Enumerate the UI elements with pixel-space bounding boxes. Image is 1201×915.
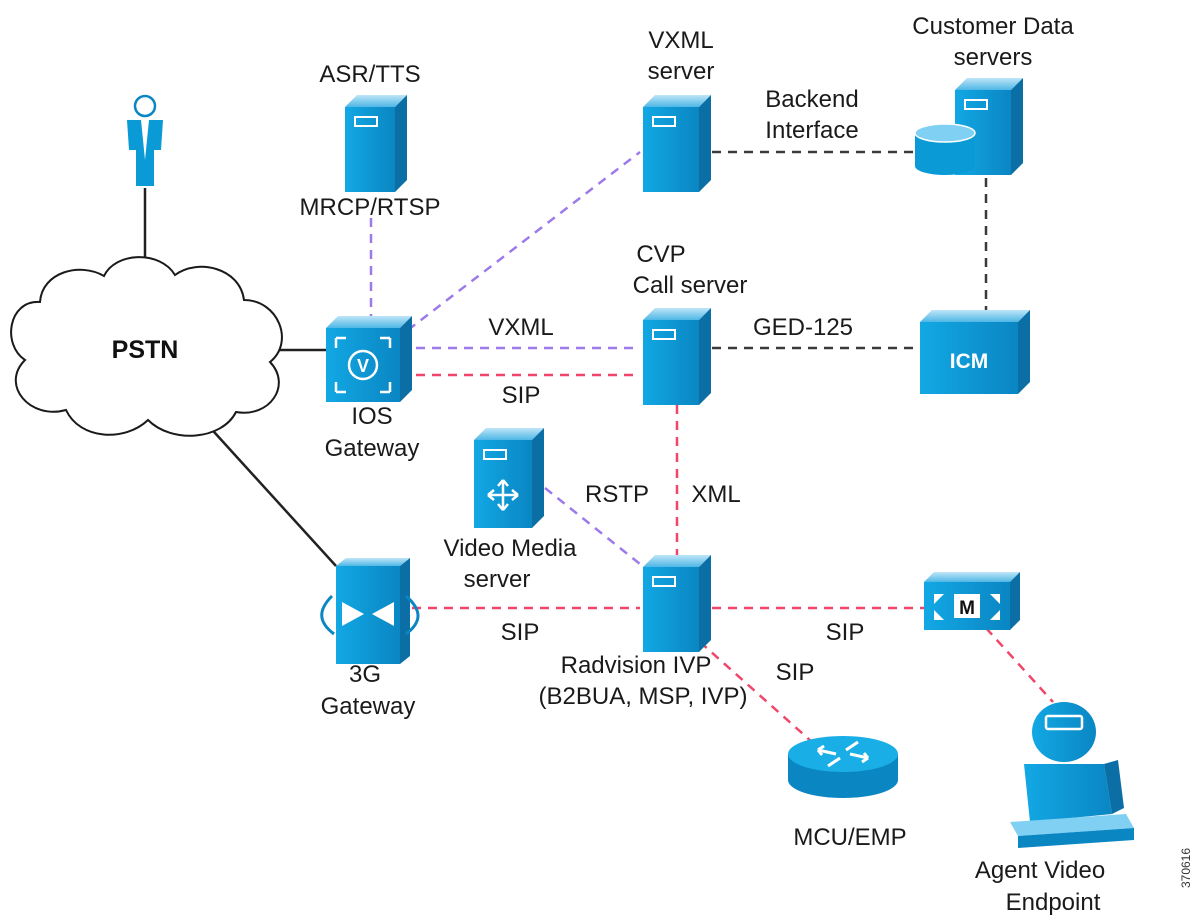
backend-interface-label-line2: Interface bbox=[765, 117, 858, 144]
customer-data-label-line2: servers bbox=[954, 44, 1033, 71]
vxml-server-icon bbox=[643, 95, 711, 192]
3g-gateway-label-line2: Gateway bbox=[321, 693, 416, 720]
user-icon bbox=[127, 94, 163, 186]
link-m-agent-sip bbox=[985, 627, 1054, 703]
icm-label: ICM bbox=[950, 350, 989, 373]
asr-tts-server-icon bbox=[345, 95, 407, 192]
figure-id-label: 370616 bbox=[1179, 848, 1193, 888]
video-media-label-line1: Video Media bbox=[444, 535, 578, 562]
customer-data-servers-icon bbox=[914, 78, 1023, 175]
agent-video-label-line2: Endpoint bbox=[1006, 889, 1101, 915]
agent-video-label-line1: Agent Video bbox=[975, 857, 1105, 884]
customer-data-label-line1: Customer Data bbox=[912, 13, 1074, 40]
asr-tts-label: ASR/TTS bbox=[319, 61, 420, 88]
vxml-server-label-line1: VXML bbox=[648, 27, 713, 54]
link-ios-vxml-server bbox=[407, 151, 641, 331]
vxml-server-label-line2: server bbox=[648, 58, 715, 85]
video-media-label-line2: server bbox=[464, 566, 531, 593]
radvision-label-line1: Radvision IVP bbox=[561, 652, 712, 679]
sip-m-link-label: SIP bbox=[826, 619, 865, 646]
agent-video-endpoint-icon bbox=[1010, 702, 1134, 848]
xml-link-label: XML bbox=[691, 481, 740, 508]
3g-gateway-label-line1: 3G bbox=[349, 661, 381, 688]
mrcp-rtsp-label: MRCP/RTSP bbox=[300, 194, 441, 221]
mcu-emp-router-icon bbox=[788, 736, 898, 798]
cvp-label-line2: Call server bbox=[633, 272, 748, 299]
ios-gateway-badge: V bbox=[357, 356, 369, 376]
icm-icon: ICM bbox=[920, 310, 1030, 394]
radvision-label-line2: (B2BUA, MSP, IVP) bbox=[539, 683, 748, 710]
sip-mcu-link-label: SIP bbox=[776, 659, 815, 686]
mcu-emp-label: MCU/EMP bbox=[793, 824, 906, 851]
cvp-label-line1: CVP bbox=[636, 241, 685, 268]
multipoint-badge: M bbox=[959, 598, 975, 619]
3g-gateway-icon bbox=[320, 558, 420, 664]
pstn-cloud-icon: PSTN bbox=[10, 256, 283, 437]
vxml-link-label: VXML bbox=[488, 314, 553, 341]
ios-gateway-icon: V bbox=[326, 316, 412, 402]
backend-interface-label-line1: Backend bbox=[765, 86, 858, 113]
video-media-server-icon bbox=[474, 428, 544, 528]
pstn-label: PSTN bbox=[112, 336, 179, 364]
sip-gateway-link-label: SIP bbox=[502, 382, 541, 409]
ios-gateway-label-line1: IOS bbox=[351, 403, 392, 430]
rstp-link-label: RSTP bbox=[585, 481, 649, 508]
ged125-link-label: GED-125 bbox=[753, 314, 853, 341]
cvp-call-server-icon bbox=[643, 308, 711, 405]
link-video-media-radvision bbox=[544, 487, 651, 573]
multipoint-device-icon: M bbox=[924, 572, 1020, 630]
sip-3g-link-label: SIP bbox=[501, 619, 540, 646]
ios-gateway-label-line2: Gateway bbox=[325, 435, 420, 462]
radvision-ivp-icon bbox=[643, 555, 711, 652]
link-pstn-3g-gateway bbox=[204, 421, 337, 567]
connections bbox=[143, 150, 1054, 743]
